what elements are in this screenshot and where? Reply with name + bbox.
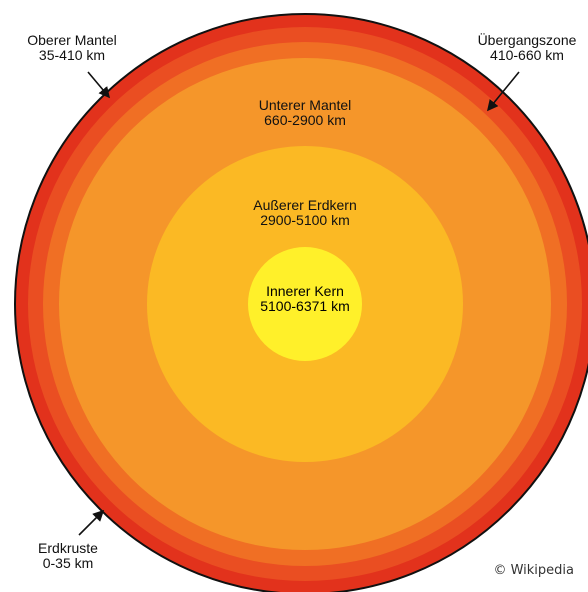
- outer-core-range: 2900-5100 km: [260, 212, 350, 228]
- inner-core-name: Innerer Kern: [266, 283, 344, 299]
- upper-mantle-label: Oberer Mantel 35-410 km: [7, 33, 137, 63]
- outer-core-name: Außerer Erdkern: [253, 197, 357, 213]
- crust-label: Erdkruste 0-35 km: [18, 541, 118, 571]
- lower-mantle-label: Unterer Mantel 660-2900 km: [230, 98, 380, 128]
- inner-core-range: 5100-6371 km: [260, 298, 350, 314]
- outer-core-label: Außerer Erdkern 2900-5100 km: [225, 198, 385, 228]
- upper-mantle-arrow: [87, 71, 111, 99]
- crust-name: Erdkruste: [38, 540, 98, 556]
- crust-arrow: [78, 509, 105, 536]
- transition-zone-arrow: [486, 71, 520, 112]
- transition-zone-range: 410-660 km: [490, 47, 564, 63]
- crust-range: 0-35 km: [42, 555, 94, 571]
- transition-zone-name: Übergangszone: [477, 32, 577, 48]
- image-credit: © Wikipedia: [493, 563, 574, 578]
- upper-mantle-range: 35-410 km: [38, 47, 106, 63]
- upper-mantle-name: Oberer Mantel: [27, 32, 117, 48]
- lower-mantle-name: Unterer Mantel: [258, 97, 352, 113]
- inner-core-disc: [248, 247, 362, 361]
- transition-zone-label: Übergangszone 410-660 km: [462, 33, 588, 63]
- inner-core-label: Innerer Kern 5100-6371 km: [235, 284, 375, 314]
- lower-mantle-range: 660-2900 km: [264, 112, 346, 128]
